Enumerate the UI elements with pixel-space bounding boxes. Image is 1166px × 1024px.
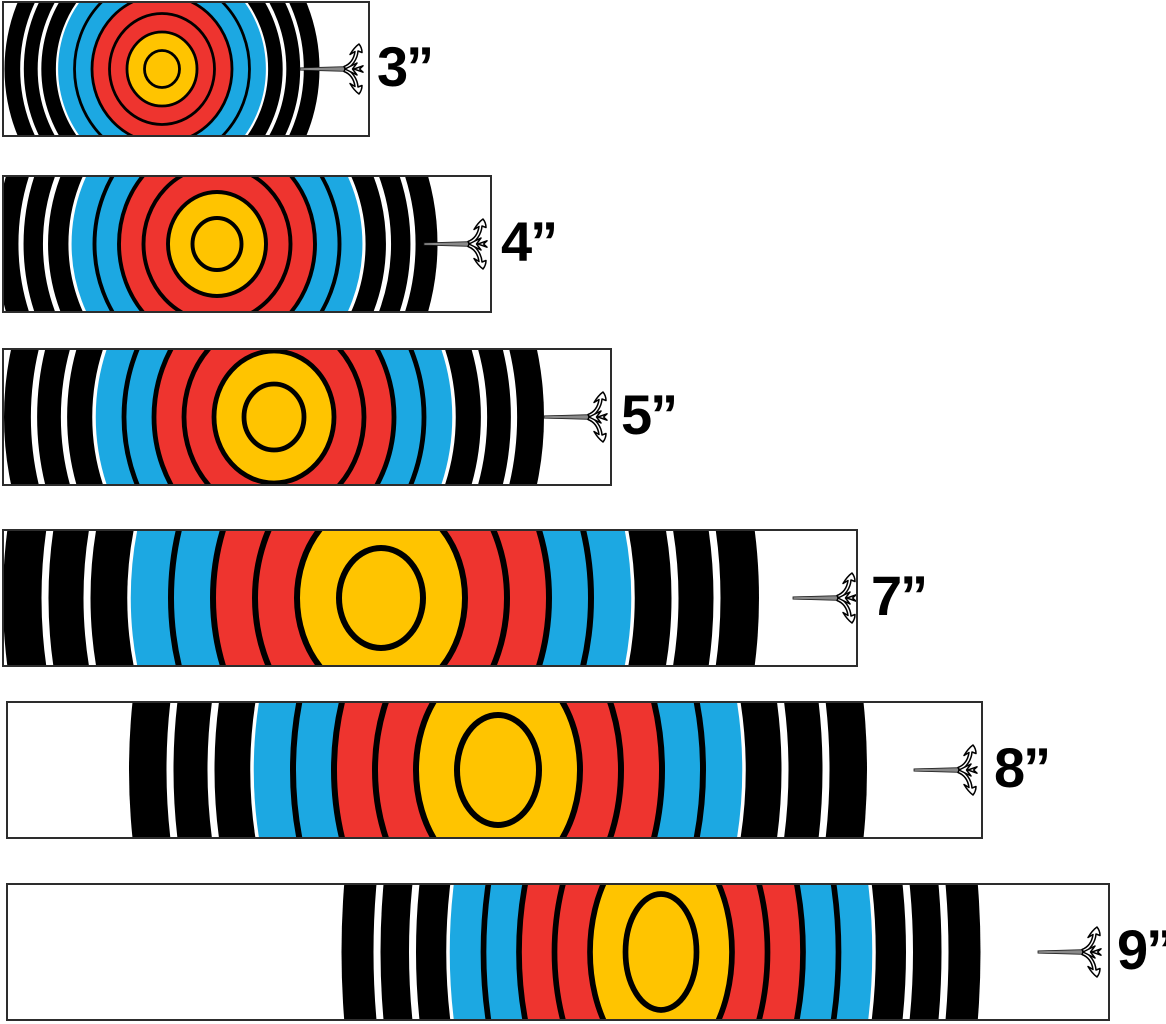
black-zone-divider-inner xyxy=(83,531,679,665)
arrow-shaft xyxy=(792,595,839,601)
ten-ring-line xyxy=(336,545,426,651)
ten-ring-line xyxy=(190,216,244,272)
black-zone-divider-outer xyxy=(41,531,721,665)
arrow-nock xyxy=(846,594,856,602)
target-strip-4in xyxy=(2,175,492,313)
black-zone-divider-inner xyxy=(60,350,488,484)
fletching-upper-vane xyxy=(587,391,607,419)
ten-ring-line xyxy=(241,381,307,453)
red-zone-divider xyxy=(108,12,216,126)
fletching-center-vane xyxy=(588,410,602,424)
blue-zone-divider xyxy=(73,3,251,135)
arrow-fletching-icon xyxy=(299,43,364,95)
blue-zone-divider xyxy=(168,531,594,665)
target-face-graphic xyxy=(4,177,488,311)
red-zone-divider xyxy=(551,885,771,1019)
arrow-shaft xyxy=(1037,949,1084,955)
fletching-lower-vane xyxy=(836,596,856,624)
fletching-upper-vane xyxy=(1081,926,1101,954)
fletching-upper-vane xyxy=(343,43,363,71)
arrow-nock xyxy=(967,766,978,774)
black-zone-divider-outer xyxy=(30,350,518,484)
fletching-center-vane xyxy=(837,591,851,605)
yellow-zone xyxy=(211,350,337,484)
strip-size-label-4in: 4” xyxy=(501,209,558,273)
black-zone-divider-inner xyxy=(207,703,789,837)
yellow-zone xyxy=(166,190,268,298)
red-zone-divider xyxy=(372,703,624,837)
black-zone-divider-inner xyxy=(37,3,287,135)
arrow-fletching-icon xyxy=(913,744,978,796)
target-face-graphic xyxy=(129,703,978,837)
fletching-lower-vane xyxy=(343,67,363,95)
black-zone-divider-outer xyxy=(373,885,949,1019)
black-zone-divider-inner xyxy=(43,177,391,311)
arrow-nock xyxy=(477,240,488,248)
target-face-graphic xyxy=(4,350,608,484)
fletching-upper-vane xyxy=(836,572,856,600)
yellow-zone xyxy=(413,703,583,837)
fletching-upper-vane xyxy=(467,218,487,246)
target-strip-3in xyxy=(2,1,370,137)
blue-zone-divider xyxy=(92,177,342,311)
fletching-upper-vane xyxy=(957,744,977,772)
strip-size-label-7in: 7” xyxy=(871,563,928,627)
black-zone-divider-inner xyxy=(409,885,913,1019)
ten-ring-line xyxy=(454,712,542,828)
ten-ring-line xyxy=(143,49,181,89)
strip-size-label-3in: 3” xyxy=(377,34,434,98)
yellow-zone xyxy=(587,885,735,1019)
fletching-center-vane xyxy=(468,237,482,251)
fletching-lower-vane xyxy=(1081,950,1101,978)
arrow-fletching-icon xyxy=(423,218,488,270)
fletching-lower-vane xyxy=(957,768,977,796)
fletching-center-vane xyxy=(958,763,972,777)
arrow-fletching-icon xyxy=(1037,926,1102,978)
target-strip-7in xyxy=(2,529,858,667)
red-zone-divider xyxy=(141,177,293,311)
target-strip-5in xyxy=(2,348,612,486)
target-face-graphic xyxy=(4,531,856,665)
blue-zone-divider xyxy=(121,350,427,484)
target-strip-9in xyxy=(6,883,1110,1021)
strip-size-label-5in: 5” xyxy=(621,382,678,446)
fletching-lower-vane xyxy=(587,415,607,443)
strip-size-label-8in: 8” xyxy=(994,735,1051,799)
red-zone-divider xyxy=(252,531,510,665)
yellow-zone xyxy=(125,30,199,108)
yellow-zone xyxy=(294,531,468,665)
fletching-lower-vane xyxy=(467,242,487,270)
target-face-graphic xyxy=(4,3,364,135)
black-zone-divider-outer xyxy=(166,703,830,837)
black-zone-divider-outer xyxy=(18,177,416,311)
target-face-graphic xyxy=(341,885,1102,1019)
target-strip-8in xyxy=(6,701,983,839)
arrow-nock xyxy=(353,65,364,73)
arrow-fletching-icon xyxy=(792,572,856,624)
arrow-fletching-icon xyxy=(543,391,608,443)
fletching-center-vane xyxy=(344,62,358,76)
ten-ring-line xyxy=(622,891,700,1013)
blue-zone-divider xyxy=(290,703,706,837)
red-zone-divider xyxy=(181,350,367,484)
arrow-shaft xyxy=(543,414,590,420)
arrow-shaft xyxy=(299,66,346,72)
arrow-nock xyxy=(1091,948,1102,956)
arrow-nock xyxy=(597,413,608,421)
blue-zone-divider xyxy=(480,885,842,1019)
arrow-shaft xyxy=(423,241,470,247)
strip-size-label-9in: 9” xyxy=(1117,917,1166,981)
arrow-shaft xyxy=(913,767,960,773)
fletching-center-vane xyxy=(1082,945,1096,959)
